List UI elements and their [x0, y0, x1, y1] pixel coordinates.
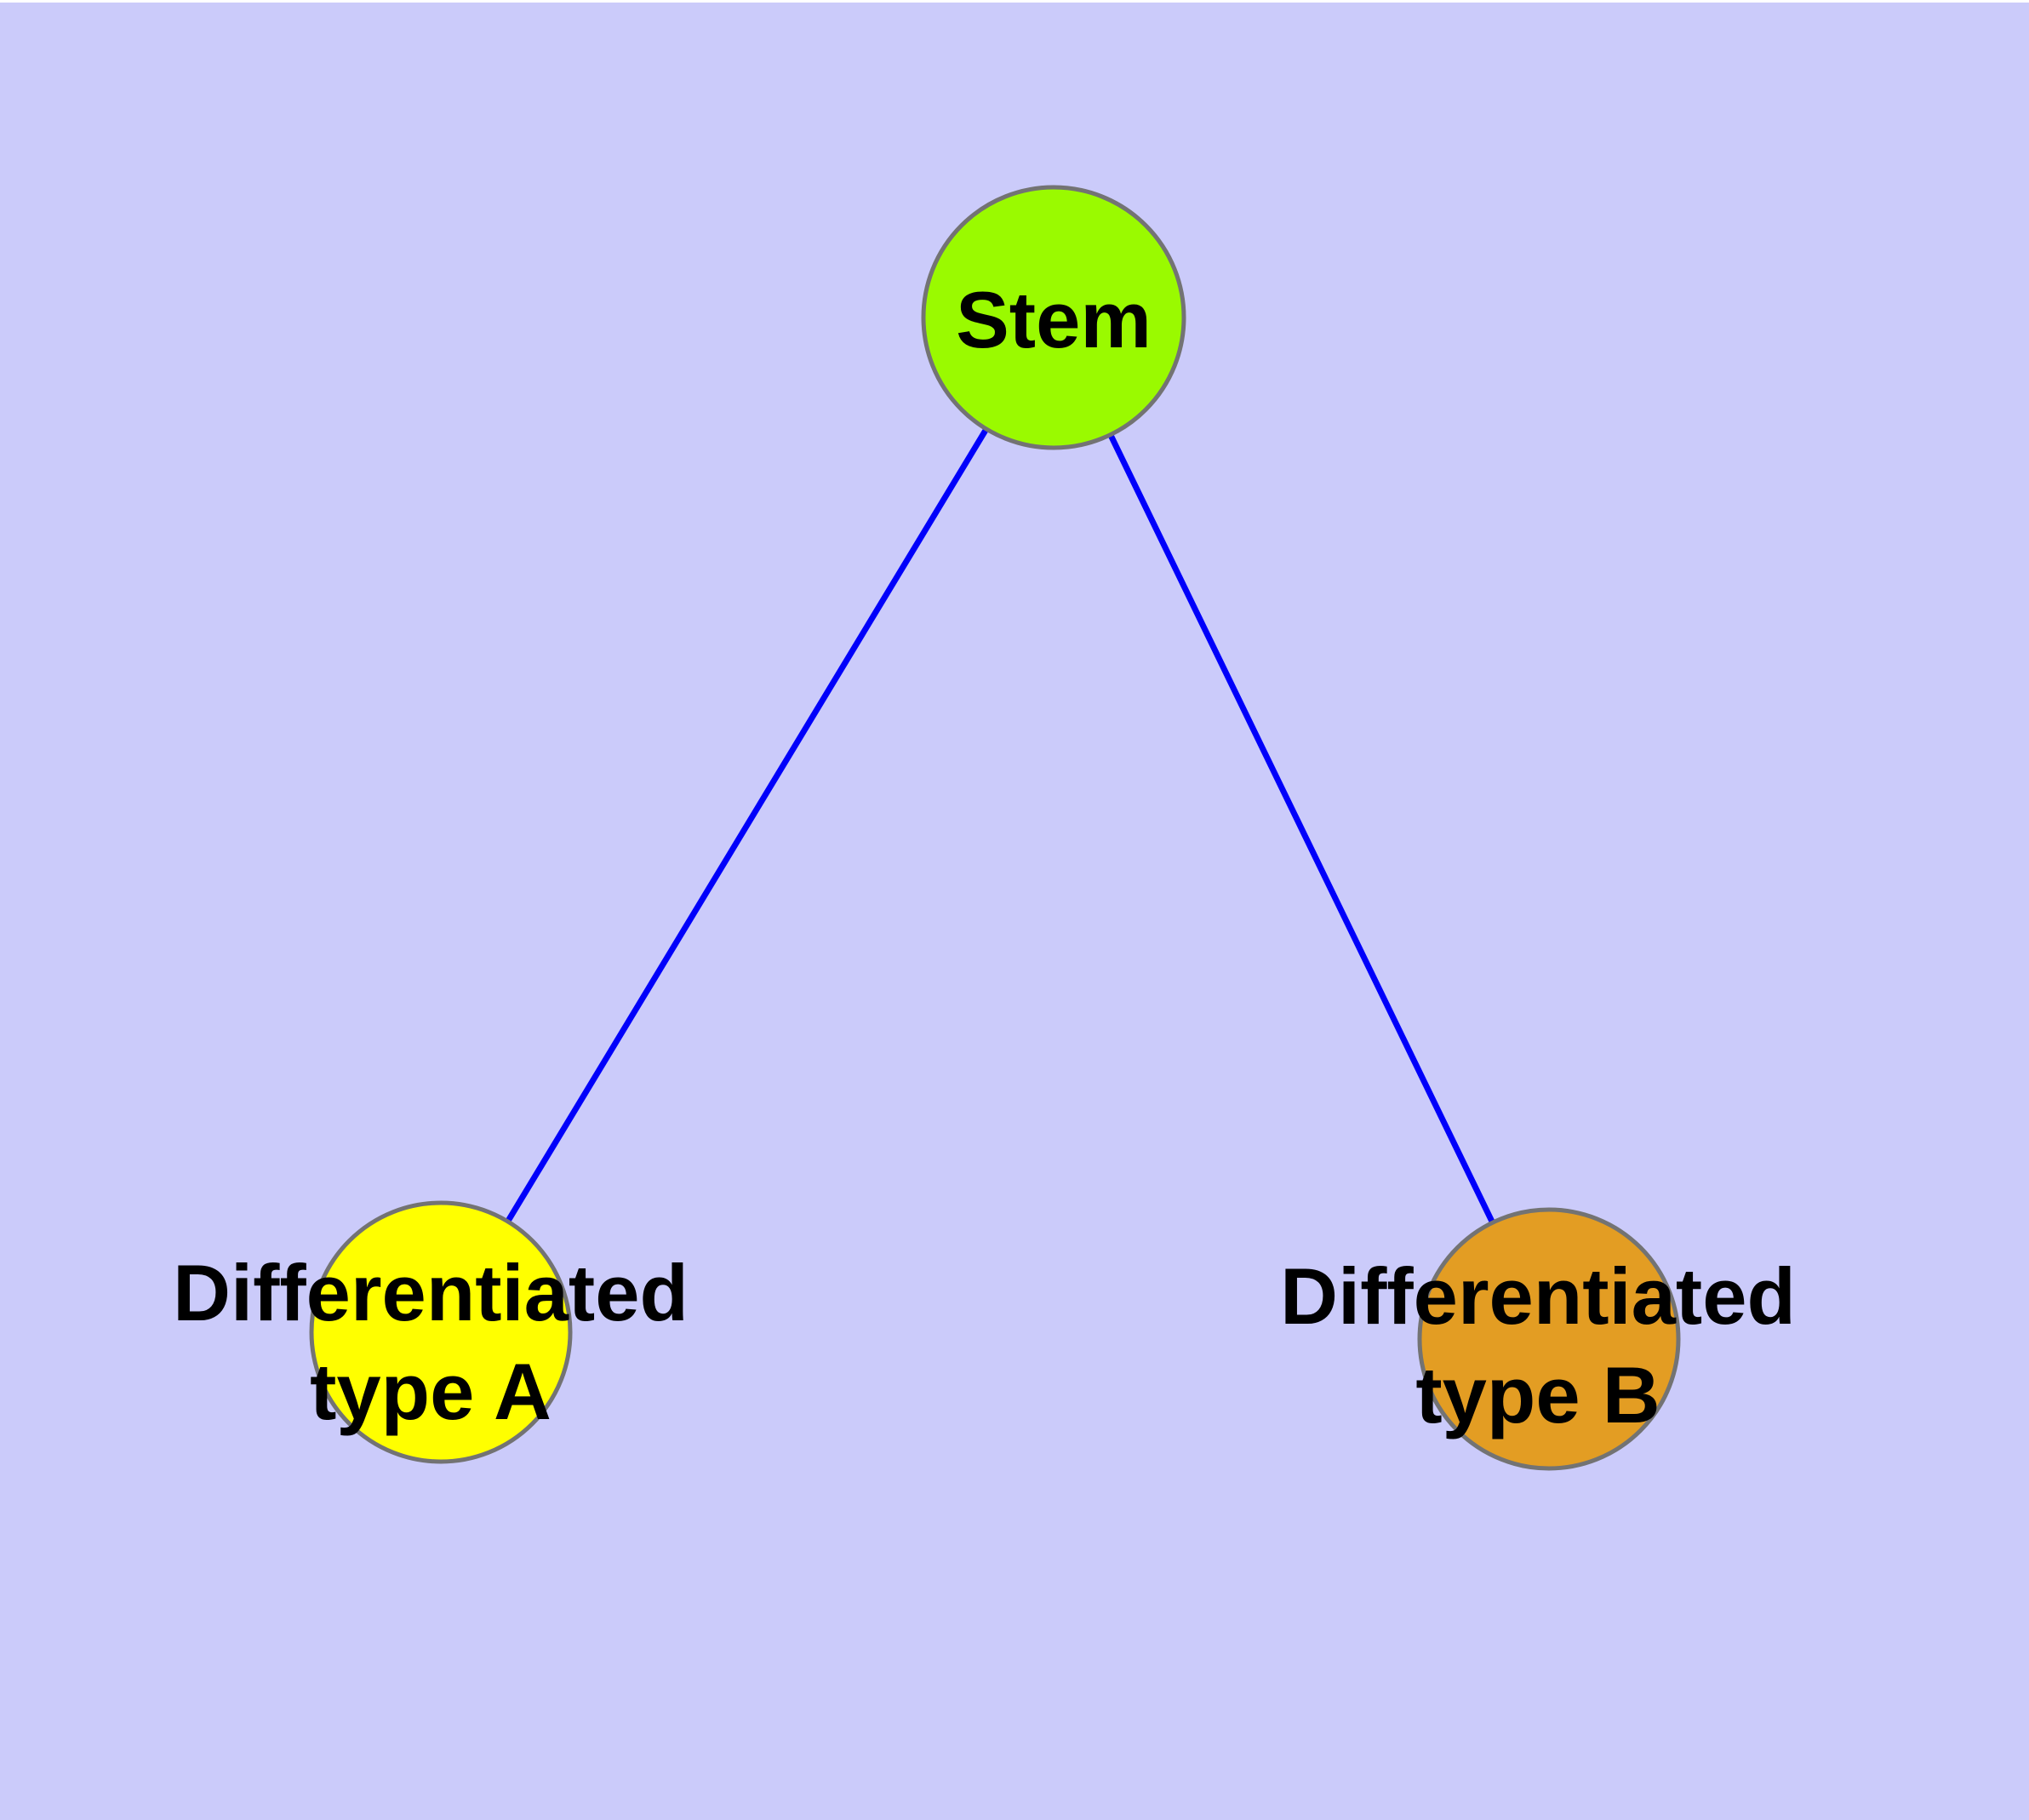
node-differentiated-type-a [309, 1200, 573, 1464]
node-label-differentiated-type-a: Differentiated type A [173, 1244, 689, 1441]
node-label-line: Differentiated [1280, 1251, 1796, 1341]
node-differentiated-type-b [1417, 1207, 1681, 1471]
node-label-stem: Stem [956, 271, 1152, 369]
node-label-line: type B [1415, 1350, 1660, 1439]
node-label-line: Stem [956, 275, 1152, 364]
node-label-differentiated-type-b: Differentiated type B [1280, 1247, 1796, 1445]
edge-stem-to-type-b [1050, 316, 1552, 1341]
node-label-line: Differentiated [173, 1248, 689, 1337]
node-label-line: type A [310, 1347, 552, 1436]
node-stem [921, 185, 1186, 450]
edge-stem-to-type-a [438, 316, 1056, 1334]
